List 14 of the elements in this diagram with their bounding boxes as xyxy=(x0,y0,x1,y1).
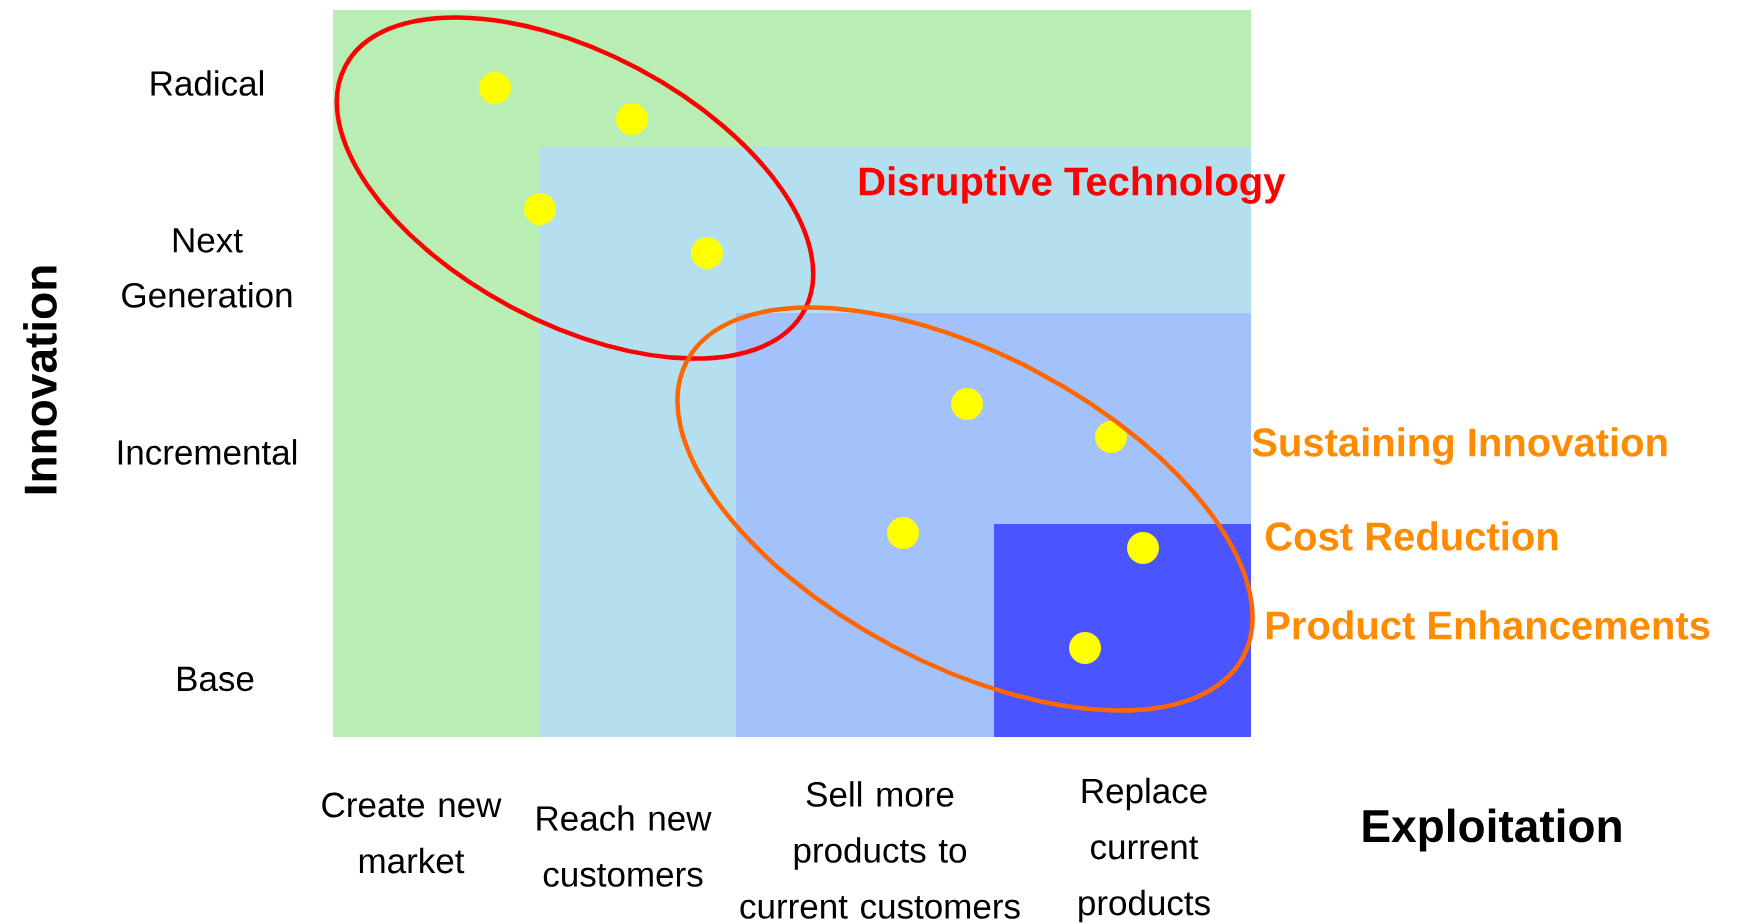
column-label: Reach new customers xyxy=(537,805,712,887)
row-label: Radical xyxy=(151,70,263,96)
group-label: Cost Reduction xyxy=(1265,521,1558,551)
column-label: Sell more products to current customers xyxy=(740,781,1020,919)
row-label: Base xyxy=(178,666,254,692)
axis-title: Exploitation xyxy=(1363,808,1621,852)
axis-title: Innovation xyxy=(23,266,57,494)
group-label: Disruptive Technology xyxy=(859,166,1286,204)
group-label: Product Enhancements xyxy=(1266,610,1710,640)
row-label: Incremental xyxy=(118,439,297,465)
column-label: Replace current products xyxy=(1079,777,1210,923)
column-label: Create new market xyxy=(322,792,502,874)
group-label: Sustaining Innovation xyxy=(1252,427,1667,465)
row-label: Next Generation xyxy=(122,228,292,308)
